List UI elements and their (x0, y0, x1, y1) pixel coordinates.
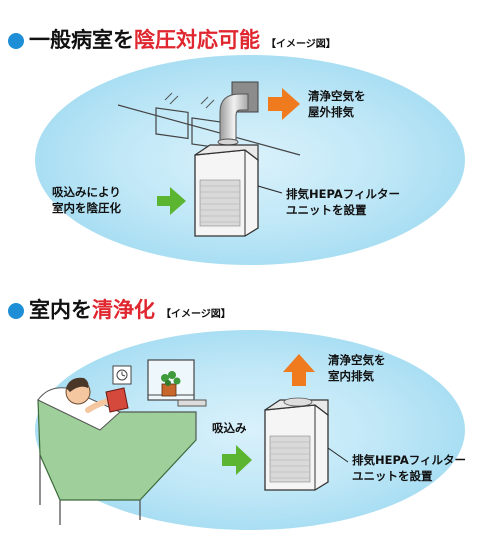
intake-arrow-icon (157, 187, 186, 215)
exhaust-duct (217, 93, 249, 146)
exhaust-indoor-label: 清浄空気を 室内排気 (328, 353, 386, 383)
intake-label: 吸込み (212, 421, 247, 435)
heading-black-text: 室内を (29, 298, 92, 322)
bullet-icon (8, 33, 24, 49)
wall-line (117, 104, 301, 156)
exhaust-arrow-icon (268, 88, 300, 120)
heading-black-text: 一般病室を (29, 28, 134, 52)
window-icon (147, 359, 195, 401)
unit-pointer-line (327, 447, 349, 463)
exhaust-outdoor-label: 清浄空気を 屋外排気 (308, 89, 366, 119)
exhaust-arrow-icon (283, 354, 315, 386)
image-tag: 【イメージ図】 (266, 39, 336, 50)
section2-heading: 室内を 清浄化 【イメージ図】 (8, 294, 231, 324)
intake-arrow-icon (222, 445, 252, 475)
unit-install-label: 排気HEPAフィルター ユニットを設置 (286, 187, 401, 217)
bullet-icon (8, 303, 24, 319)
heading-red-text: 陰圧対応可能 (134, 28, 260, 52)
section1-heading: 一般病室を 陰圧対応可能 【イメージ図】 (8, 24, 336, 54)
image-tag: 【イメージ図】 (161, 309, 231, 320)
negative-pressure-label: 吸込みにより 室内を陰圧化 (52, 185, 121, 215)
unit-install-label: 排気HEPAフィルター ユニットを設置 (352, 453, 467, 483)
heading-red-text: 清浄化 (92, 298, 155, 322)
hepa-unit (194, 144, 259, 237)
clock-icon (112, 365, 132, 385)
patient-in-bed (37, 377, 197, 525)
side-table (177, 399, 207, 407)
window-icon (155, 92, 189, 140)
unit-pointer-line (257, 185, 283, 194)
hepa-unit (264, 397, 329, 491)
